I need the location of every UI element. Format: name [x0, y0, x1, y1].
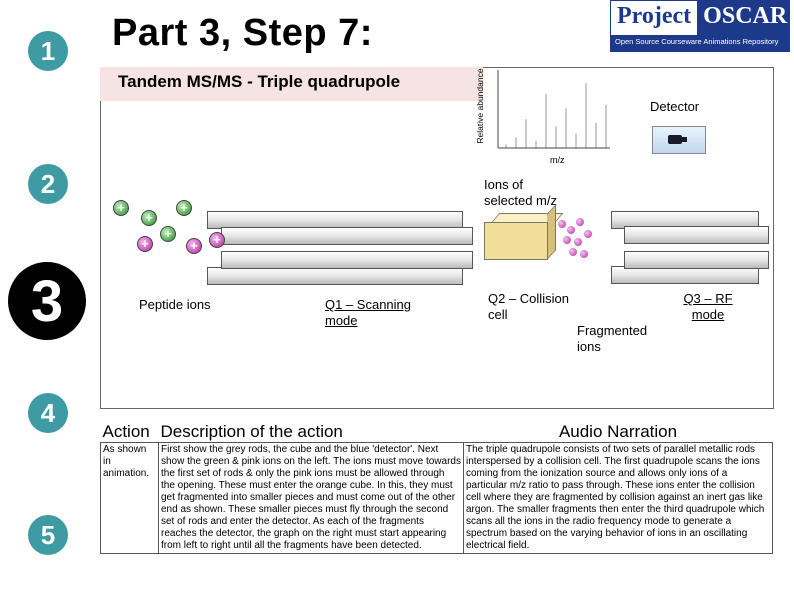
diagram-subtitle: Tandem MS/MS - Triple quadrupole [118, 72, 401, 91]
logo-word-oscar: OSCAR [703, 3, 788, 29]
q3-label: Q3 – RF mode [668, 291, 748, 323]
narration-cell: The triple quadrupole consists of two se… [463, 442, 773, 554]
green-ion: + [160, 226, 176, 242]
table-header-row: Action Description of the action Audio N… [100, 420, 773, 443]
fragment-particle [576, 218, 584, 226]
fragment-particle [569, 248, 577, 256]
step-2-circle[interactable]: 2 [28, 164, 68, 204]
green-ion: + [141, 210, 157, 226]
q1-label: Q1 – Scanning mode [325, 297, 412, 328]
detector-camera-icon [668, 135, 682, 144]
collision-cell-cube [484, 222, 548, 260]
description-cell: First show the grey rods, the cube and t… [158, 442, 464, 554]
pink-ion: + [137, 236, 153, 252]
fragment-particle [567, 226, 575, 234]
detector [652, 126, 706, 154]
table-row: As shown in animation. First show the gr… [100, 442, 773, 554]
selected-ions-label: Ions of selected m/z [484, 177, 557, 208]
narration-header: Audio Narration [463, 420, 773, 443]
fragmented-ions-label: Fragmented ions [577, 323, 648, 354]
pink-ion: + [209, 232, 225, 248]
green-ion: + [176, 200, 192, 216]
page-title: Part 3, Step 7: [112, 12, 373, 54]
step-3-circle[interactable]: 3 [8, 262, 86, 340]
description-header: Description of the action [158, 420, 464, 443]
q3-rod-upper-back [624, 226, 769, 244]
q3-label-text: Q3 – RF mode [683, 291, 733, 322]
mass-spectrum-plot [497, 70, 610, 149]
step-1-circle[interactable]: 1 [28, 31, 68, 71]
fragment-particle [558, 220, 566, 228]
action-cell: As shown in animation. [100, 442, 159, 554]
green-ion: + [113, 200, 129, 216]
fragment-particle [563, 236, 571, 244]
spectrum-x-label: m/z [550, 155, 565, 165]
fragment-particle [580, 250, 588, 258]
q1-rod-upper-back [221, 227, 473, 245]
logo-tagline: Open Source Courseware Animations Reposi… [615, 37, 779, 46]
fragment-particle [574, 238, 582, 246]
action-description-table: Action Description of the action Audio N… [100, 420, 773, 554]
step-5-circle[interactable]: 5 [28, 515, 68, 555]
subtitle-background [100, 67, 483, 101]
detector-nozzle [682, 137, 687, 142]
peptide-ions-label: Peptide ions [139, 297, 211, 312]
pink-ion: + [186, 238, 202, 254]
q1-rod-lower-back [221, 251, 473, 269]
logo-word-project: Project [611, 1, 698, 35]
spectrum-peaks [505, 83, 607, 148]
action-header: Action [100, 420, 159, 443]
spectrum-y-label: Relative abundance [475, 68, 485, 144]
q3-rod-lower-back [624, 251, 769, 269]
fragment-particle [584, 230, 592, 238]
detector-label: Detector [650, 99, 700, 114]
q2-label: Q2 – Collision cell [488, 291, 569, 322]
q1-rod-bottom [207, 267, 463, 285]
step-4-circle[interactable]: 4 [28, 393, 68, 433]
project-oscar-logo[interactable]: Project OSCAR Open Source Courseware Ani… [610, 0, 790, 52]
